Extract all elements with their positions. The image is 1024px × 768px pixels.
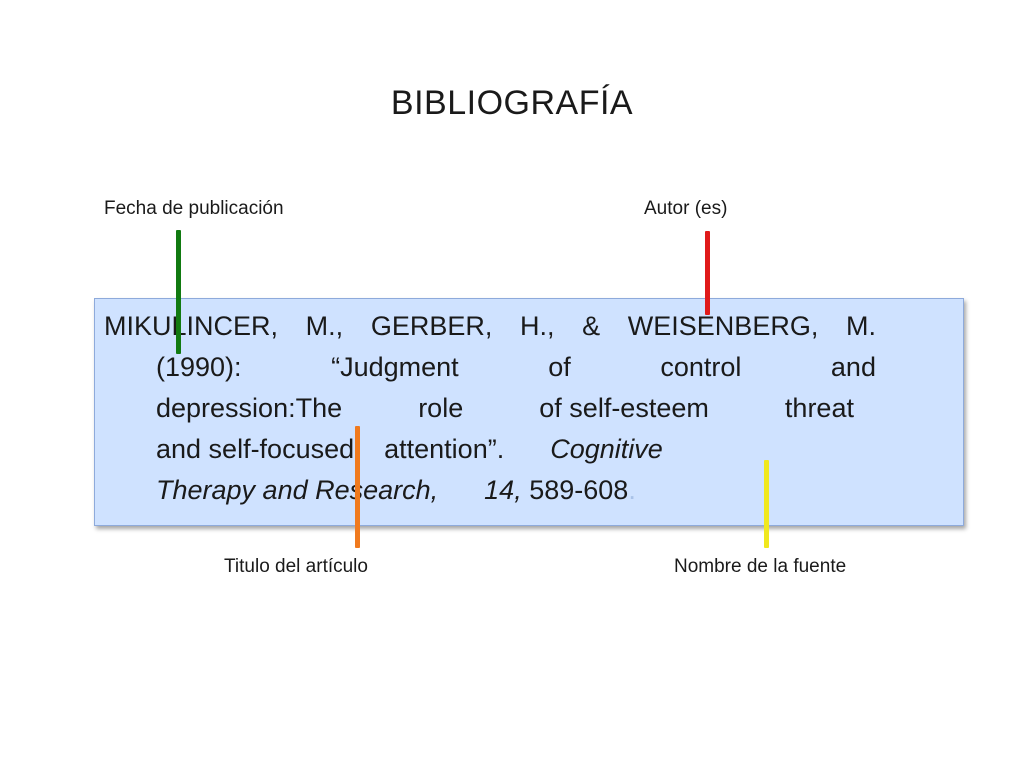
ref-word: M.	[845, 311, 876, 341]
ref-end-period: .	[628, 475, 636, 505]
pointer-titulo	[355, 426, 360, 548]
slide-title: BIBLIOGRAFÍA	[390, 84, 634, 122]
ref-word: and	[830, 352, 876, 382]
ref-word: role	[418, 393, 464, 423]
ref-segment: and self-focused	[156, 434, 355, 464]
ref-word: &	[582, 311, 601, 341]
reference-line-1: MIKULINCER, M., GERBER, H., & WEISENBERG…	[104, 306, 876, 347]
ref-word: of	[548, 352, 571, 382]
reference-line-5: Therapy and Research, 14, 589-608.	[156, 470, 636, 511]
ref-word: threat	[784, 393, 854, 423]
ref-segment-italic: Cognitive	[550, 434, 663, 464]
ref-source-name: Therapy and Research,	[156, 475, 439, 505]
ref-segment: attention”.	[384, 434, 505, 464]
ref-word: “Judgment	[331, 352, 459, 382]
ref-word: of self-esteem	[539, 393, 709, 423]
label-autor: Autor (es)	[644, 198, 728, 219]
ref-word: GERBER,	[370, 311, 493, 341]
reference-line-4: and self-focused attention”. Cognitive	[156, 429, 663, 470]
ref-word: M.,	[305, 311, 344, 341]
ref-word: H.,	[519, 311, 555, 341]
label-fecha-de-publicacion: Fecha de publicación	[104, 198, 284, 219]
pointer-fecha	[176, 230, 181, 354]
label-titulo-del-articulo: Titulo del artículo	[224, 556, 368, 577]
ref-pages: 589-608	[529, 475, 629, 505]
ref-word: WEISENBERG,	[627, 311, 819, 341]
label-nombre-de-la-fuente: Nombre de la fuente	[674, 556, 847, 577]
ref-word: depression:The	[156, 393, 343, 423]
pointer-fuente	[764, 460, 769, 548]
ref-volume: 14,	[484, 475, 522, 505]
ref-word: (1990):	[156, 352, 242, 382]
ref-word: MIKULINCER,	[104, 311, 279, 341]
reference-line-3: depression:The role of self-esteem threa…	[156, 388, 854, 429]
reference-line-2: (1990): “Judgment of control and	[156, 347, 876, 388]
ref-word: control	[660, 352, 742, 382]
pointer-autor	[705, 231, 710, 315]
reference-box	[94, 298, 964, 526]
